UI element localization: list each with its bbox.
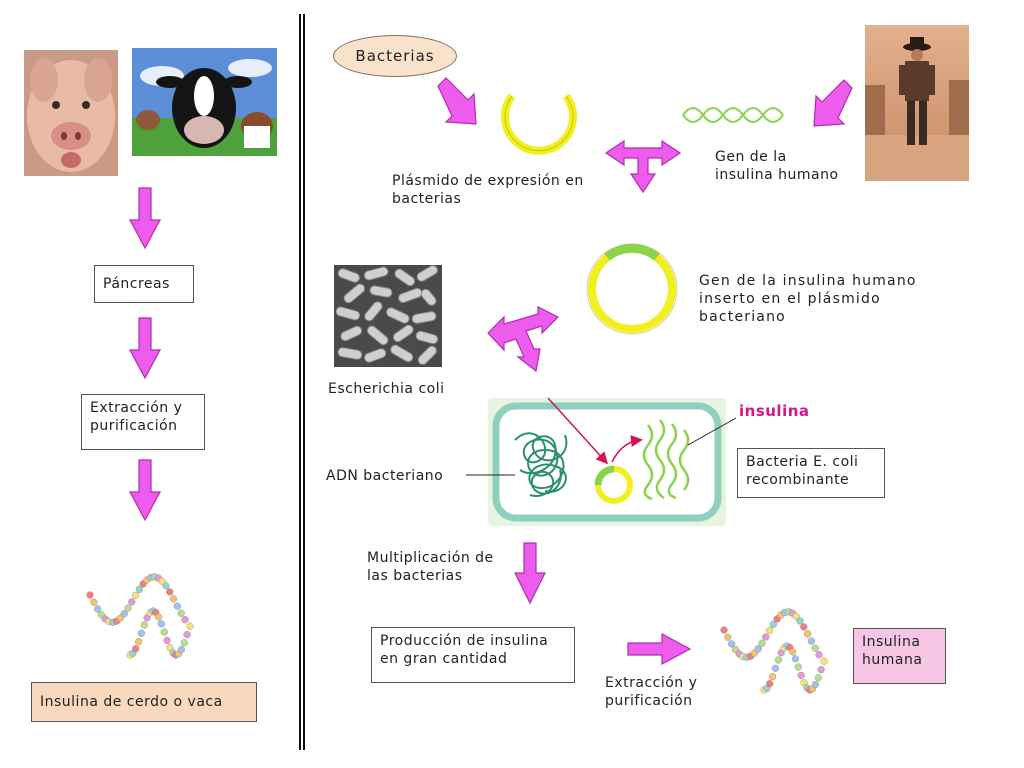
insulin-bead <box>774 656 782 664</box>
insulin-bead <box>93 605 102 613</box>
insulin-bead <box>135 585 144 593</box>
insulin-bead <box>158 577 166 585</box>
insulin-bead <box>800 623 808 631</box>
insulin-bead <box>160 628 168 636</box>
human-to-gene-arrow <box>813 79 853 127</box>
insulin-bead <box>765 626 774 635</box>
insulin-bead <box>817 665 825 674</box>
insulin-bead <box>180 639 188 647</box>
insulin-bead <box>768 672 777 681</box>
cow-photo <box>132 48 277 156</box>
insulin-bead <box>128 598 136 606</box>
insert-label: Gen de la insulina humano inserto en el … <box>699 273 917 325</box>
insulin-bead <box>183 630 191 639</box>
bacterias-oval: Bacterias <box>333 35 457 77</box>
t-arrow-middle <box>487 306 560 373</box>
recombinant-box: Bacteria E. coli recombinante <box>737 448 885 498</box>
insulin-bead <box>90 598 98 606</box>
human-insulin-box: Insulina humana <box>853 628 946 684</box>
pork-cow-insulin-box: Insulina de cerdo o vaca <box>31 682 257 722</box>
insulin-bead <box>120 610 128 618</box>
bacterial-cell <box>488 397 726 526</box>
bacteria-to-plasmid-arrow <box>437 77 477 125</box>
human-photo <box>865 25 969 181</box>
insulin-bead <box>177 609 185 617</box>
insulin-bead <box>811 644 819 652</box>
insulin-bead <box>163 636 171 645</box>
gene-label: Gen de la insulina humano <box>715 149 839 183</box>
insulin-bead <box>807 637 816 645</box>
insulin-bead <box>724 633 732 641</box>
insulina-leader <box>687 417 737 446</box>
insulin-bead <box>769 620 778 628</box>
insulin-bead <box>797 671 805 680</box>
left-extraction-box: Extracción y purificación <box>81 394 205 450</box>
left-insulin-chain <box>86 573 194 659</box>
pancreas-box: Páncreas <box>94 265 194 303</box>
insulina-label: insulina <box>739 402 810 420</box>
insulin-bead <box>86 591 94 599</box>
insulin-bead <box>791 655 800 663</box>
plasmid-label: Plásmido de expresión en bacterias <box>392 173 584 207</box>
insulin-bead <box>788 648 797 656</box>
insulin-bead <box>771 664 780 672</box>
insulin-bead <box>720 626 728 634</box>
extraction-arrow <box>627 632 692 666</box>
insulin-bead <box>186 622 194 630</box>
insulin-bead <box>137 629 146 637</box>
multiplication-label: Multiplicación de las bacterias <box>367 550 494 584</box>
insulin-bead <box>162 582 170 590</box>
open-plasmid <box>501 93 577 155</box>
insulin-bead <box>815 651 823 659</box>
insulin-bead <box>758 639 766 647</box>
left-arrow-2 <box>128 317 162 380</box>
insulin-bead <box>181 616 189 624</box>
insulin-bead <box>803 630 812 638</box>
insulin-bead <box>132 591 140 600</box>
insulin-bead <box>811 680 820 689</box>
right-insulin-chain <box>720 608 828 694</box>
insulin-bead <box>135 637 143 646</box>
recombinant-plasmid <box>586 243 678 335</box>
insulin-bead <box>140 621 148 629</box>
insulin-bead <box>766 680 774 688</box>
pig-photo <box>24 50 118 176</box>
insulin-bead <box>177 645 186 654</box>
insulin-bead <box>792 612 800 620</box>
insulin-bead <box>794 663 802 671</box>
insulin-bead <box>166 588 174 596</box>
insulin-bead <box>132 645 140 653</box>
insulin-bead <box>727 640 736 648</box>
t-arrow-top <box>604 139 682 194</box>
ecoli-micrograph <box>334 265 442 367</box>
multiplication-arrow <box>514 542 546 605</box>
insulin-bead <box>173 602 182 610</box>
left-arrow-3 <box>128 459 162 522</box>
insulin-bead <box>157 620 166 628</box>
insulin-bead <box>814 674 822 682</box>
gene-helix <box>682 107 784 123</box>
right-extraction-label: Extracción y purificación <box>605 675 698 709</box>
production-box: Producción de insulina en gran cantidad <box>371 627 575 683</box>
insulin-bead <box>754 645 762 653</box>
insulin-bead <box>170 595 178 603</box>
ecoli-label: Escherichia coli <box>328 381 445 397</box>
insulin-bead <box>124 604 132 612</box>
vertical-divider <box>299 14 305 750</box>
insulin-bead <box>796 617 804 625</box>
insulin-bead <box>155 613 163 621</box>
adn-label: ADN bacteriano <box>326 468 444 484</box>
insulin-bead <box>762 633 770 641</box>
insulin-bead <box>820 657 828 665</box>
left-arrow-1 <box>128 187 162 250</box>
